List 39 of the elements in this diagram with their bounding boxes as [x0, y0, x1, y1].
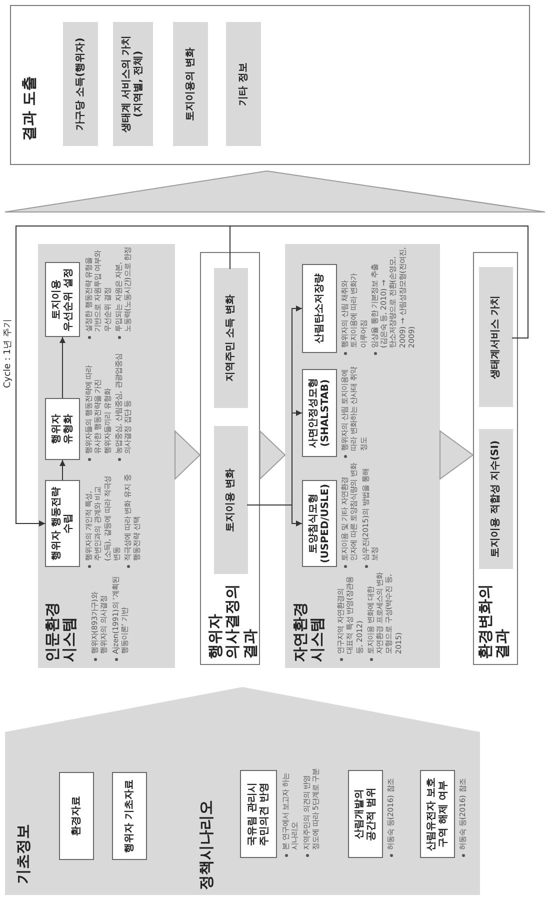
triangle-arrow	[260, 430, 286, 480]
process-box: 사면안정성모형 (SHALSTAB)	[302, 369, 337, 457]
result-box: 토지이용 변화	[214, 426, 248, 574]
triangle-arrow	[174, 430, 201, 480]
process-box: 행위자 기초자료	[112, 772, 147, 860]
system-panel	[285, 244, 440, 668]
output-frame	[473, 252, 518, 665]
system-panel	[38, 244, 175, 668]
panel-title: 자연환경 시스템	[292, 601, 328, 662]
arrow	[16, 226, 230, 526]
result-box: 토지이용의 변화	[173, 22, 208, 146]
process-box: 행위자 행동전략 수립	[45, 480, 80, 567]
process-box: 국유림 관리시 주민의견 반영	[240, 770, 277, 858]
process-box: 토양침식모형 (USPED/USLE)	[302, 480, 337, 567]
result-box: 생태계서비스 가치	[479, 267, 513, 407]
triangle-arrow	[440, 430, 474, 480]
input-panel	[5, 687, 480, 895]
output-frame	[200, 252, 260, 665]
result-box: 토지이용 적합성 지수(SI)	[479, 429, 513, 569]
output-frame	[10, 5, 530, 165]
result-box: 기타 정보	[226, 22, 261, 146]
process-box: 산림유전자 보호 구역 해제 여부	[420, 770, 455, 858]
result-box: 지역주민 소득 변화	[214, 268, 248, 408]
panel-title: 행위자 의사결정의 결과	[207, 583, 257, 659]
panel-title: 결과 도출	[21, 74, 39, 141]
arrow	[60, 460, 66, 480]
edge-label: Cycle : 1년 주기	[1, 317, 14, 390]
panel-title: 인문환경 시스템	[44, 601, 80, 662]
process-box: 산림개발의 공간적 범위	[348, 770, 383, 858]
panel-title: 기초정보	[15, 823, 33, 884]
process-box: 산림탄소저장량	[302, 264, 337, 353]
arrow	[60, 336, 66, 398]
result-box: 생태계 서비스의 가치 (지역별, 전체)	[113, 22, 153, 146]
process-box: 행위자 유형화	[45, 398, 80, 460]
result-box: 가구당 소득(행위자)	[63, 22, 98, 146]
panel-title: 정책시나리오	[198, 799, 216, 890]
panel-title: 환경변화의 결과	[477, 583, 512, 659]
process-box: 토지이용 우선순위 설정	[45, 262, 80, 337]
process-box: 환경자료	[59, 772, 94, 860]
